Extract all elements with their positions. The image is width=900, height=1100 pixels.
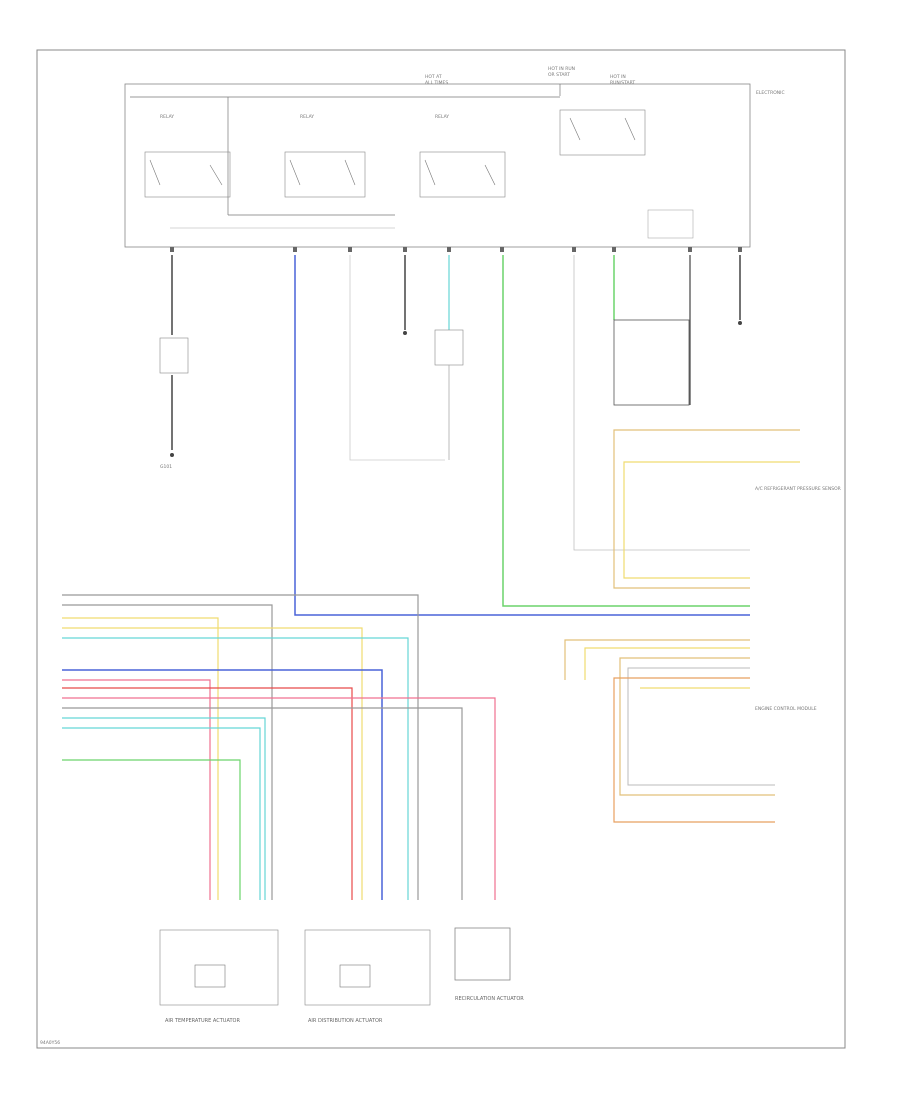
relay-1: RELAY: [144, 114, 231, 198]
svg-text:AIR TEMPERATURE ACTUATOR: AIR TEMPERATURE ACTUATOR: [165, 1018, 240, 1024]
ground-mid-terminal: [403, 331, 407, 335]
module-top-label-c: HOT IN RUN: [548, 66, 575, 72]
sensor-group-label: A/C REFRIGERANT PRESSURE SENSOR: [755, 486, 841, 492]
mid-sensor-module: [434, 329, 464, 366]
sensor-block: [647, 209, 694, 239]
wire-red-h8: [62, 687, 353, 900]
wire-yellow-h4: [62, 627, 363, 900]
wire-tan-ecm-3: [619, 657, 775, 796]
relay-3: RELAY: [419, 114, 506, 198]
actuator-2: AIR DISTRIBUTION ACTUATOR: [304, 929, 431, 1024]
module-top-label-a: HOT AT: [425, 74, 442, 80]
svg-text:AIR DISTRIBUTION ACTUATOR: AIR DISTRIBUTION ACTUATOR: [308, 1018, 383, 1024]
wire-gray-loop: [349, 255, 445, 461]
relay-2: RELAY: [284, 114, 366, 198]
module-top-label-d: OR START: [548, 72, 570, 78]
left-ground-module: [159, 337, 189, 374]
ecm-label: ENGINE CONTROL MODULE: [755, 706, 817, 712]
wire-pink-h7: [62, 679, 211, 900]
module-connector-pins: [170, 247, 742, 252]
ground-right-terminal: [738, 321, 742, 325]
wire-cyan-h11: [62, 717, 266, 900]
pressure-sensor-box: [613, 319, 690, 406]
svg-text:RELAY: RELAY: [300, 114, 314, 120]
actuator-1: AIR TEMPERATURE ACTUATOR: [159, 929, 279, 1024]
wire-gray-ecm-4: [627, 667, 775, 786]
wire-green-h13: [62, 759, 241, 900]
relay-4: [559, 109, 646, 156]
wire-orange-ecm-5: [613, 677, 775, 823]
control-module-box: [124, 83, 751, 248]
wire-gray-h2: [62, 604, 273, 900]
diagram-tag: 94A0Y56: [40, 1040, 60, 1046]
diagram-frame: [36, 49, 846, 1049]
wire-gray-h10: [62, 707, 463, 900]
wire-gray-h1: [62, 594, 419, 900]
wire-blue-h6: [62, 669, 383, 900]
wire-yellow-h3: [62, 617, 219, 900]
ground-left-terminal: [170, 453, 174, 457]
wire-pink-h9: [62, 697, 496, 900]
module-name-label: ELECTRONIC: [756, 90, 785, 96]
svg-text:RELAY: RELAY: [160, 114, 174, 120]
svg-text:RECIRCULATION ACTUATOR: RECIRCULATION ACTUATOR: [455, 996, 524, 1002]
wire-cyan-h5: [62, 637, 409, 900]
wire-lightgray-right: [573, 255, 750, 551]
module-top-label-f: RUN/START: [610, 80, 635, 86]
wire-tan-upper: [613, 429, 800, 589]
wire-tan-ecm-1: [564, 639, 750, 680]
wire-cyan-h12: [62, 727, 261, 900]
module-top-label-e: HOT IN: [610, 74, 626, 80]
left-ground-label: G101: [160, 464, 172, 470]
wire-green-main: [502, 255, 750, 607]
wire-blue-main: [294, 255, 750, 616]
actuator-3: RECIRCULATION ACTUATOR: [454, 927, 524, 1002]
wire-yellow-ecm-2: [584, 647, 750, 680]
svg-text:RELAY: RELAY: [435, 114, 449, 120]
module-top-label-b: ALL TIMES: [425, 80, 448, 86]
wire-yellow-upper: [623, 461, 800, 579]
